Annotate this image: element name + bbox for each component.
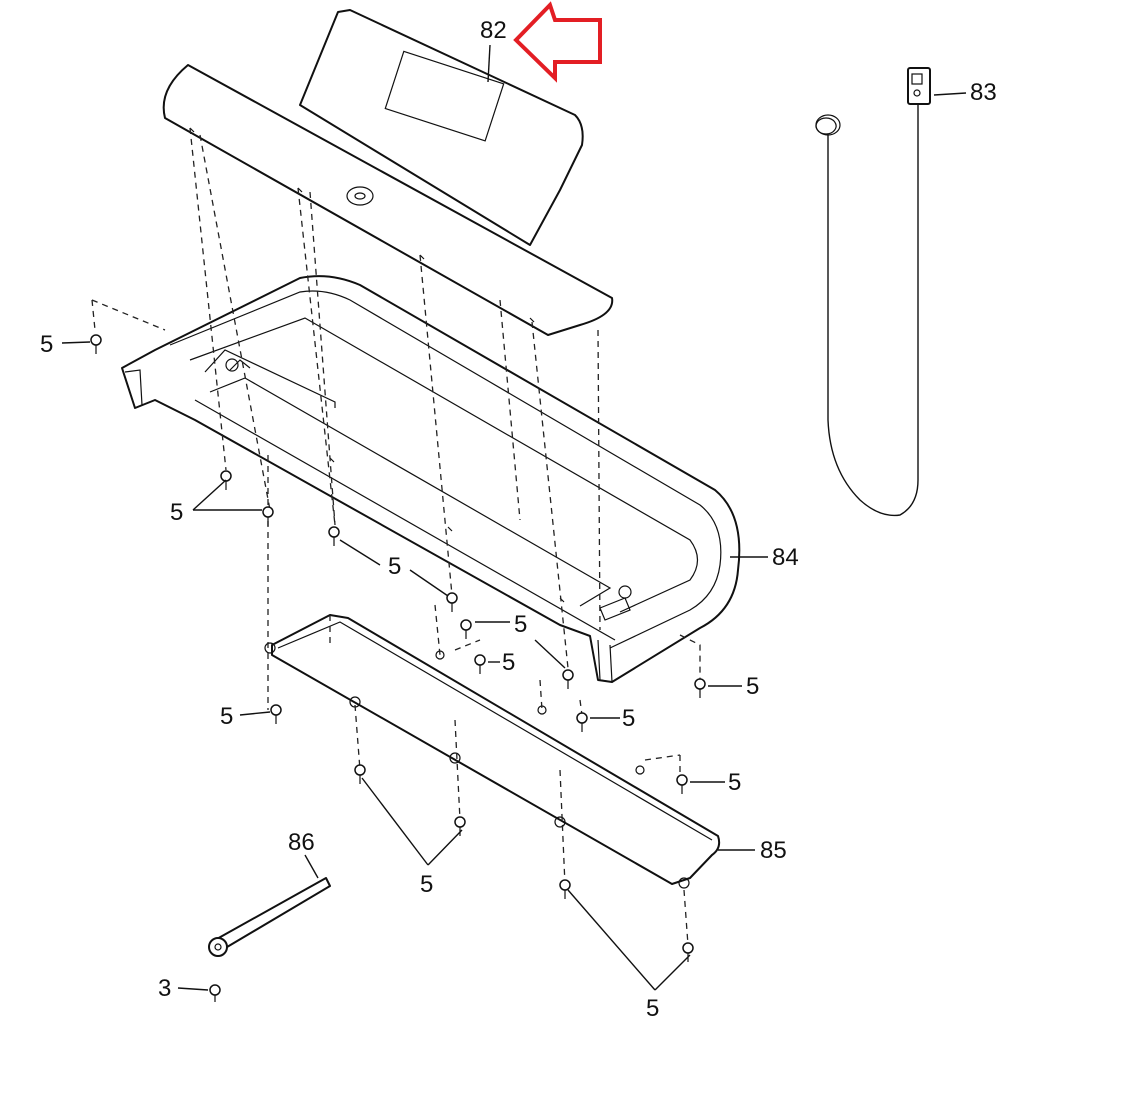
label-84: 84	[772, 544, 799, 571]
label-screw-5: 5	[728, 769, 741, 796]
label-screw-5: 5	[388, 553, 401, 580]
leader-lines	[61, 44, 967, 991]
label-3: 3	[158, 975, 171, 1002]
upper-console-base-84	[121, 275, 741, 683]
label-screw-5: 5	[220, 703, 233, 730]
label-screw-5: 5	[420, 871, 433, 898]
highlight-arrow-icon	[513, 1, 602, 83]
label-screw-5: 5	[622, 705, 635, 732]
part-labels: 82 83 84 85 86 3 5 5 5 5 5 5 5 5 5 5 5	[40, 17, 997, 1022]
assembly-lines	[91, 127, 701, 946]
label-screw-5: 5	[40, 331, 53, 358]
lower-console-tray-85	[264, 614, 721, 889]
label-screw-5: 5	[502, 649, 515, 676]
label-86: 86	[288, 829, 315, 856]
safety-key-switch-83	[815, 67, 931, 517]
label-screw-5: 5	[746, 673, 759, 700]
screws	[90, 334, 706, 1002]
label-screw-5: 5	[170, 499, 183, 526]
label-82: 82	[480, 17, 507, 44]
console-cover-82	[162, 9, 614, 336]
label-85: 85	[760, 837, 787, 864]
cable-tie-86	[208, 877, 331, 957]
label-83: 83	[970, 79, 997, 106]
label-screw-5: 5	[646, 995, 659, 1022]
label-screw-5: 5	[514, 611, 527, 638]
